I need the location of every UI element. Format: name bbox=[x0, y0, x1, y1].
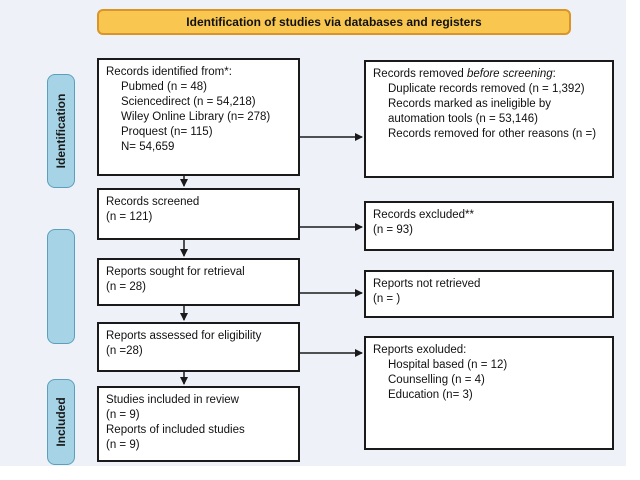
records-removed-box: Records removed before screening: Duplic… bbox=[364, 60, 614, 178]
records-identified-heading: Records identified from*: bbox=[106, 66, 232, 78]
reports-sought-count: (n = 28) bbox=[106, 281, 146, 293]
reports-included-title: Reports of included studies bbox=[106, 424, 245, 436]
excluded-hospital: Hospital based (n = 12) bbox=[388, 359, 508, 371]
ineligible-removed: Records marked as ineligible by automati… bbox=[388, 98, 551, 125]
records-excluded-title: Records excluded** bbox=[373, 209, 475, 221]
reports-sought-box: Reports sought for retrieval (n = 28) bbox=[97, 258, 300, 306]
duplicates-removed: Duplicate records removed (n = 1,392) bbox=[388, 83, 585, 95]
identification-header: Identification of studies via databases … bbox=[97, 9, 571, 35]
reports-assessed-count: (n =28) bbox=[106, 345, 143, 357]
reports-excluded-title: Reports exoluded: bbox=[373, 344, 467, 356]
included-box: Studies included in review (n = 9) Repor… bbox=[97, 386, 300, 462]
records-removed-heading: Records removed before screening: bbox=[373, 67, 605, 82]
records-identified-total: N= 54,659 bbox=[121, 141, 175, 153]
reports-not-retrieved-title: Reports not retrieved bbox=[373, 278, 481, 290]
reports-included-count: (n = 9) bbox=[106, 439, 140, 451]
records-removed-heading-prefix: Records removed bbox=[373, 68, 467, 80]
records-screened-box: Records screened (n = 121) bbox=[97, 188, 300, 240]
records-removed-heading-emphasis: before screening bbox=[466, 68, 553, 80]
phase-screening bbox=[47, 229, 75, 344]
source-sciencedirect: Sciencedirect (n = 54,218) bbox=[121, 96, 256, 108]
reports-assessed-title: Reports assessed for eligibility bbox=[106, 330, 262, 342]
records-removed-heading-suffix: : bbox=[552, 68, 556, 80]
reports-sought-title: Reports sought for retrieval bbox=[106, 266, 245, 278]
other-removed: Records removed for other reasons (n =) bbox=[388, 128, 597, 140]
phase-included: Included bbox=[47, 379, 75, 465]
source-pubmed: Pubmed (n = 48) bbox=[121, 81, 207, 93]
records-screened-count: (n = 121) bbox=[106, 211, 153, 223]
studies-included-count: (n = 9) bbox=[106, 409, 140, 421]
records-excluded-count: (n = 93) bbox=[373, 224, 413, 236]
source-wiley: Wiley Online Library (n= 278) bbox=[121, 111, 271, 123]
excluded-counselling: Counselling (n = 4) bbox=[388, 374, 485, 386]
excluded-education: Education (n= 3) bbox=[388, 389, 473, 401]
source-proquest: Proquest (n= 115) bbox=[121, 126, 213, 138]
flow-arrows bbox=[180, 133, 363, 385]
records-excluded-box: Records excluded** (n = 93) bbox=[364, 201, 614, 251]
reports-not-retrieved-box: Reports not retrieved (n = ) bbox=[364, 270, 614, 318]
records-identified-box: Records identified from*: Pubmed (n = 48… bbox=[97, 58, 300, 176]
records-screened-title: Records screened bbox=[106, 196, 200, 208]
reports-assessed-box: Reports assessed for eligibility (n =28) bbox=[97, 322, 300, 372]
reports-not-retrieved-count: (n = ) bbox=[373, 293, 401, 305]
studies-included-title: Studies included in review bbox=[106, 394, 239, 406]
phase-identification: Identification bbox=[47, 74, 75, 188]
reports-excluded-box: Reports exoluded: Hospital based (n = 12… bbox=[364, 336, 614, 450]
